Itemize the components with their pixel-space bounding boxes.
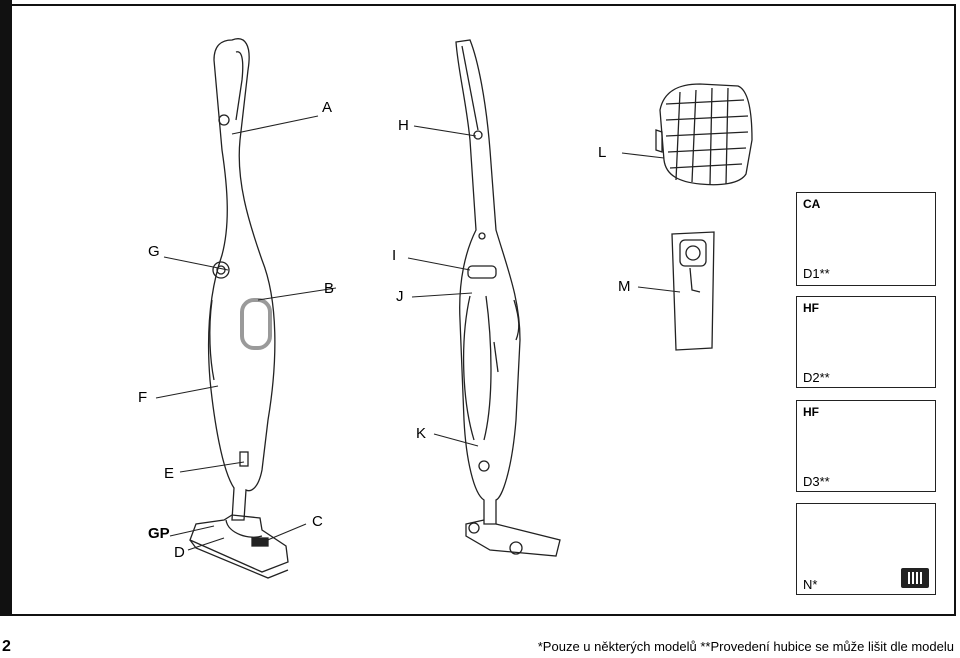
cartridge-part (671, 231, 715, 351)
accessory-code: D2** (803, 370, 830, 385)
accessory-code: D3** (803, 474, 830, 489)
leader-lines (155, 115, 681, 551)
label-f: F (138, 389, 148, 406)
label-l: L (598, 144, 607, 161)
label-a: A (322, 99, 333, 116)
accessory-tag: HF (803, 301, 819, 315)
label-h: H (398, 117, 409, 134)
label-gp: GP (148, 525, 170, 542)
page-number: 2 (2, 638, 11, 655)
hard-floor-icon (901, 568, 929, 588)
accessory-box-d3: HF D3** (796, 400, 936, 492)
accessory-code: D1** (803, 266, 830, 281)
label-i: I (392, 247, 397, 264)
vacuum-front-view (455, 39, 561, 557)
accessory-box-d2: HF D2** (796, 296, 936, 388)
label-e: E (164, 465, 175, 482)
page-edge-bar (0, 0, 12, 616)
vacuum-side-view (189, 38, 289, 579)
label-d: D (174, 544, 185, 561)
filter-part (655, 83, 753, 186)
accessory-tag: HF (803, 405, 819, 419)
label-k: K (416, 425, 427, 442)
accessory-box-n: N* (796, 503, 936, 595)
label-c: C (312, 513, 323, 530)
label-m: M (618, 278, 631, 295)
accessory-tag: CA (803, 197, 821, 211)
accessory-box-d1: CA D1** (796, 192, 936, 286)
accessory-code: N* (803, 577, 818, 592)
label-g: G (148, 243, 160, 260)
label-j: J (396, 288, 404, 305)
footer-note: *Pouze u některých modelů **Provedení hu… (537, 639, 954, 654)
label-b: B (324, 280, 335, 297)
